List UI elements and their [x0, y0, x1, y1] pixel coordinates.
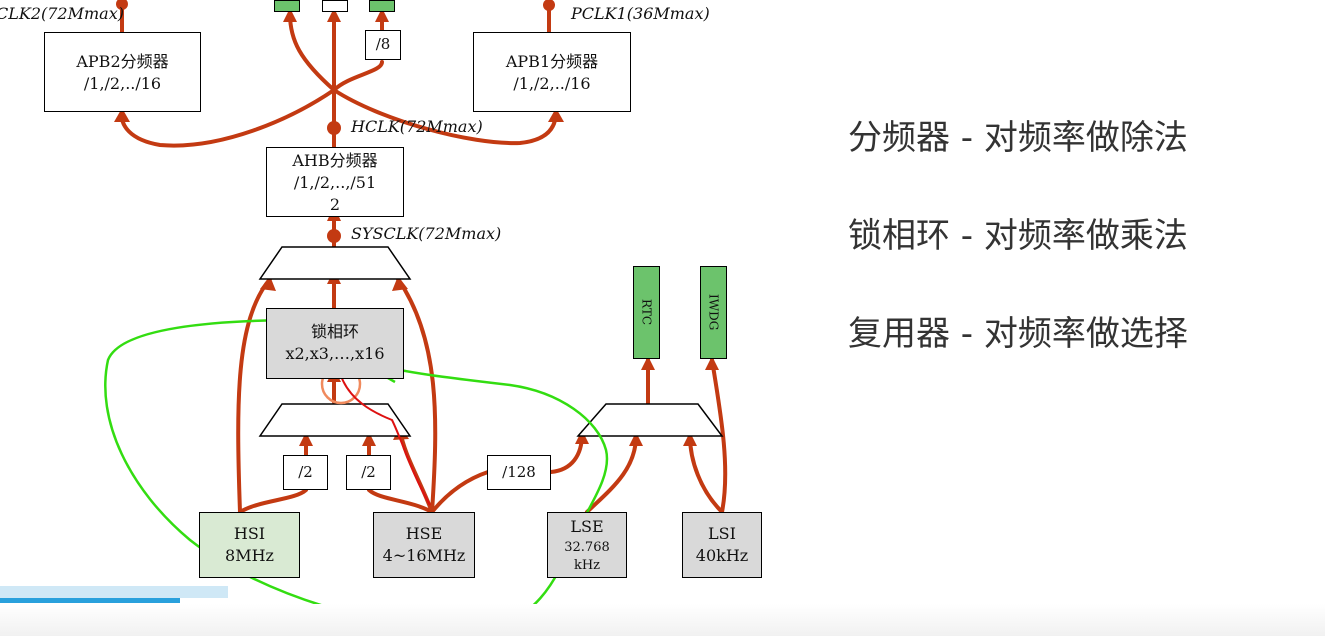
output-block [322, 0, 348, 12]
rtc-source-mux [576, 403, 724, 437]
hclk-label: HCLK(72Mmax) [351, 117, 483, 136]
lse-oscillator: LSE 32.768 kHz [547, 512, 627, 578]
output-block [274, 0, 300, 12]
pclk1-label: PCLK1(36Mmax) [571, 4, 710, 23]
video-progress-track[interactable] [0, 586, 228, 598]
player-bottom-band [0, 604, 1325, 636]
hse-freq: 4~16MHz [382, 546, 466, 565]
pll-source-mux [258, 403, 412, 437]
ahb-range-cont: 2 [329, 195, 341, 214]
pll-title: 锁相环 [310, 322, 359, 341]
apb1-prescaler: APB1分频器 /1,/2,../16 [473, 32, 631, 112]
lsi-oscillator: LSI 40kHz [682, 512, 762, 578]
hse-name: HSE [405, 524, 443, 543]
apb2-range: /1,/2,../16 [83, 74, 162, 93]
hsi-name: HSI [233, 524, 266, 543]
ahb-range: /1,/2,..,/51 [293, 173, 377, 192]
sysclk-label: SYSCLK(72Mmax) [351, 224, 502, 243]
iwdg-block: IWDG [700, 266, 727, 359]
pll-block: 锁相环 x2,x3,…,x16 [266, 308, 404, 379]
output-block [369, 0, 395, 12]
hand-stroke [340, 375, 431, 506]
ahb-title: AHB分频器 [292, 151, 378, 170]
apb1-title: APB1分频器 [505, 52, 599, 71]
lse-name: LSE [570, 517, 604, 536]
hsi-oscillator: HSI 8MHz [199, 512, 300, 578]
apb2-prescaler: APB2分频器 /1,/2,../16 [44, 32, 201, 112]
div128-box: /128 [487, 455, 551, 490]
pll-range: x2,x3,…,x16 [285, 344, 385, 363]
video-progress-fill [0, 598, 180, 603]
pclk2-label: CLK2(72Mmax) [0, 4, 124, 23]
rtc-block: RTC [633, 266, 660, 359]
apb1-range: /1,/2,../16 [513, 74, 591, 93]
div2-box: /2 [346, 455, 391, 490]
hsi-freq: 8MHz [225, 546, 274, 565]
iwdg-label: IWDG [706, 294, 721, 331]
highlight-loop [104, 318, 609, 632]
note-pll: 锁相环 - 对频率做乘法 [848, 216, 1188, 256]
div8-box: /8 [365, 30, 401, 60]
lsi-freq: 40kHz [695, 546, 749, 565]
ahb-prescaler: AHB分频器 /1,/2,..,/51 2 [266, 147, 404, 217]
lse-freq: 32.768 [564, 540, 610, 555]
lse-unit: kHz [573, 558, 601, 573]
apb2-title: APB2分频器 [76, 52, 169, 71]
rtc-label: RTC [639, 299, 654, 326]
sysclk-mux [258, 246, 412, 280]
note-mux: 复用器 - 对频率做选择 [848, 314, 1188, 354]
div2-box: /2 [283, 455, 328, 490]
hse-oscillator: HSE 4~16MHz [373, 512, 475, 578]
note-divider: 分频器 - 对频率做除法 [848, 118, 1188, 158]
lsi-name: LSI [708, 524, 736, 543]
